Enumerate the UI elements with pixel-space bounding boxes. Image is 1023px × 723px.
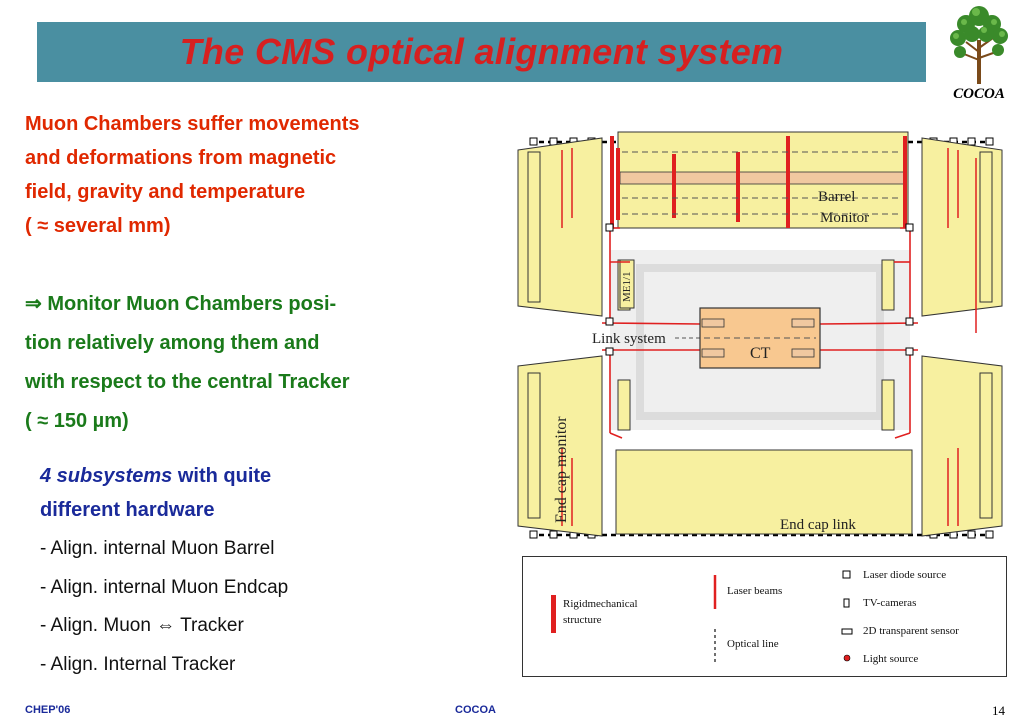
list-item: - Align. Muon ⇔ Tracker [40, 615, 244, 636]
link-lines [601, 227, 919, 439]
subsystems-line2: different hardware [40, 499, 215, 521]
diagram-legend: Rigidmechanical structure Laser beams Op… [522, 556, 1007, 677]
tree-icon [950, 6, 1008, 84]
legend-rigid-1: Rigidmechanical [563, 598, 638, 610]
goal-line: with respect to the central Tracker [25, 371, 350, 393]
ct-sensors [701, 318, 815, 358]
intro-line: field, gravity and temperature [25, 181, 306, 203]
goal-line: tion relatively among them and [25, 332, 320, 354]
footer-project: COCOA [455, 704, 496, 716]
intro-line: Muon Chambers suffer movements [25, 113, 360, 135]
list-item: - Align. Internal Tracker [40, 653, 236, 675]
slide-title: The CMS optical alignment system [179, 31, 784, 72]
goal-line: ( ≈ 150 µm) [25, 410, 129, 432]
barrel-label-2: Monitor [820, 210, 869, 226]
barrel-rigid-bars [610, 136, 907, 228]
intro-line: ( ≈ several mm) [25, 215, 171, 237]
transparent-sensor-icon [841, 628, 853, 635]
ct-label: CT [750, 345, 771, 362]
logo-label: COCOA [953, 86, 1005, 102]
link-system-label: Link system [592, 331, 666, 347]
me11-label: ME1/1 [621, 271, 633, 302]
cocoa-logo: COCOA [936, 2, 1022, 106]
legend-diode: Laser diode source [863, 569, 946, 581]
light-source-icon [843, 654, 851, 662]
legend-light: Light source [863, 653, 918, 665]
barrel-label-1: Barrel [818, 189, 855, 205]
page-number: 14 [992, 703, 1005, 718]
legend-optical: Optical line [727, 638, 779, 650]
endcap-monitor-label: End cap monitor [553, 416, 570, 523]
subsystems-list: - Align. internal Muon Barrel - Align. i… [40, 530, 288, 684]
subsystems-heading: 4 subsystems with quite different hardwa… [40, 459, 271, 527]
legend-rigid-2: structure [563, 614, 602, 626]
title-bar: The CMS optical alignment system [37, 22, 926, 82]
laser-diode-icon [842, 570, 851, 579]
inner-ring [636, 264, 884, 420]
footer-conference: CHEP'06 [25, 704, 71, 716]
subsystems-emphasis: 4 subsystems [40, 465, 173, 487]
goal-text: ⇒ Monitor Muon Chambers posi- tion relat… [25, 285, 485, 441]
endcap-link-label: End cap link [780, 517, 856, 533]
goal-line: ⇒ Monitor Muon Chambers posi- [25, 293, 337, 315]
link-sensors [605, 223, 914, 356]
list-item: - Align. internal Muon Endcap [40, 576, 289, 598]
barrel-optical-lines [622, 151, 900, 215]
intro-text: Muon Chambers suffer movements and defor… [25, 107, 485, 243]
me11-chamber [619, 259, 635, 309]
legend-laser: Laser beams [727, 585, 782, 597]
barrel-small-bars [616, 148, 740, 222]
rigid-structure-swatch [551, 595, 556, 633]
cms-alignment-diagram: Barrel Monitor ME1/1 [517, 131, 1003, 539]
subsystems-rest: with quite [172, 465, 272, 487]
list-item: - Align. internal Muon Barrel [40, 538, 275, 559]
legend-camera: TV-cameras [863, 597, 916, 609]
tv-camera-icon [843, 598, 850, 608]
endcap-laser-beams [561, 148, 977, 526]
intro-line: and deformations from magnetic [25, 147, 337, 169]
barrel-laser-line [619, 171, 906, 185]
legend-sensor: 2D transparent sensor [863, 625, 959, 637]
endcap-link-structure [615, 449, 913, 535]
